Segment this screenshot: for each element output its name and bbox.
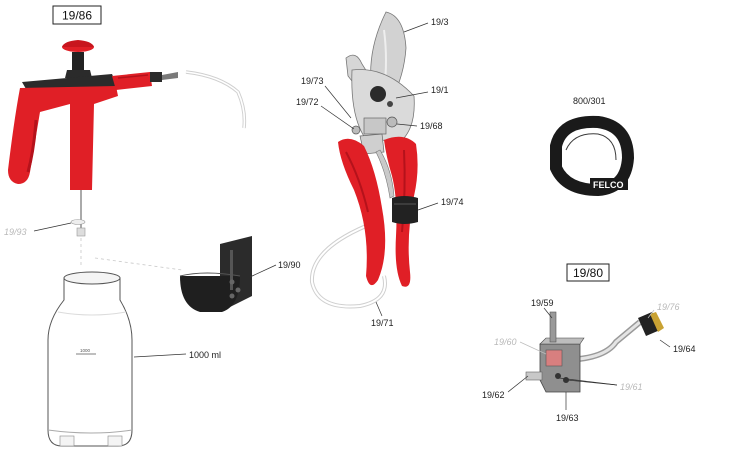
label-19-59: 19/59 xyxy=(531,298,554,308)
leader-19-73 xyxy=(324,85,352,119)
leader-19-68 xyxy=(396,123,418,127)
label-19-68: 19/68 xyxy=(420,121,443,131)
leader-19-64 xyxy=(659,339,671,348)
sprayer-box-label: 19/86 xyxy=(62,9,92,23)
sprayer-head xyxy=(8,40,247,237)
label-19-63: 19/63 xyxy=(556,413,579,423)
valve-assembly xyxy=(525,311,664,393)
leader-19-1 xyxy=(395,91,429,99)
label-19-61: 19/61 xyxy=(620,382,643,392)
leader-19-72 xyxy=(320,105,355,130)
leader-19-61-b xyxy=(558,377,618,386)
leader-19-74 xyxy=(417,202,439,211)
label-19-76: 19/76 xyxy=(657,302,680,312)
bottle-mark: 1000 xyxy=(80,348,91,353)
valve-box-label: 19/80 xyxy=(573,266,603,280)
label-19-73: 19/73 xyxy=(301,76,324,86)
label-19-1: 19/1 xyxy=(431,85,449,95)
leader-19-76 xyxy=(647,309,655,319)
bottle: 1000 xyxy=(47,271,133,447)
label-19-93: 19/93 xyxy=(4,227,27,237)
label-19-72: 19/72 xyxy=(296,97,319,107)
strap-logo: FELCO xyxy=(593,180,624,190)
label-19-3: 19/3 xyxy=(431,17,449,27)
label-19-71: 19/71 xyxy=(371,318,394,328)
sprayer-box: 19/86 xyxy=(52,5,102,25)
label-19-74: 19/74 xyxy=(441,197,464,207)
label-800-301: 800/301 xyxy=(573,96,606,106)
valve-box: 19/80 xyxy=(566,263,610,282)
label-1000-ml: 1000 ml xyxy=(189,350,221,360)
secateurs xyxy=(309,11,418,309)
label-19-90: 19/90 xyxy=(278,260,301,270)
label-19-60: 19/60 xyxy=(494,337,517,347)
leader-19-62 xyxy=(507,375,529,393)
label-19-62: 19/62 xyxy=(482,390,505,400)
leader-19-59 xyxy=(543,307,553,319)
leader-19-3 xyxy=(403,22,429,33)
strap: FELCO xyxy=(550,115,635,197)
label-19-64: 19/64 xyxy=(673,344,696,354)
leader-19-90 xyxy=(249,264,277,278)
leader-1000ml xyxy=(133,353,187,358)
holder xyxy=(179,236,252,312)
leader-19-93 xyxy=(33,222,72,232)
leader-19-71 xyxy=(375,301,383,317)
leader-19-60 xyxy=(519,341,547,355)
